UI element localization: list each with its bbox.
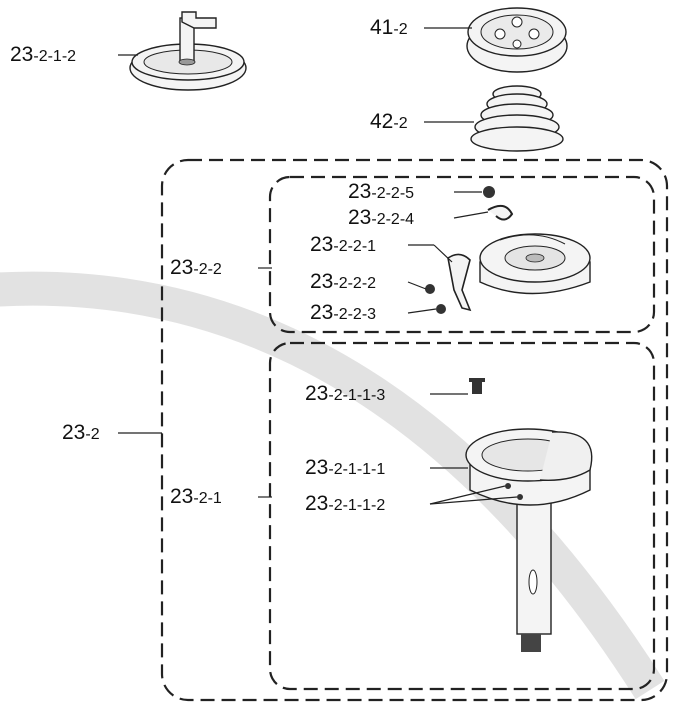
part-23-2-2-2-screw <box>425 284 435 294</box>
part-42-2-spring <box>470 85 564 152</box>
part-23-2-2-1-spring-plate <box>447 253 472 312</box>
label-23-2: 23-2 <box>62 421 100 444</box>
part-23-2-2-3-screw <box>436 304 446 314</box>
group-box-23-2-2 <box>268 175 656 334</box>
label-42-2: 42-2 <box>370 110 408 133</box>
label-23-2-2: 23-2-2 <box>170 256 222 279</box>
leader-lines <box>118 27 518 505</box>
part-23-2-2-hook <box>479 233 591 295</box>
label-41-2: 41-2 <box>370 16 408 39</box>
label-23-2-2-3: 23-2-2-3 <box>310 301 377 324</box>
label-23-2-1-2: 23-2-1-2 <box>10 43 77 66</box>
label-23-2-2-2: 23-2-2-2 <box>310 270 377 293</box>
part-23-2-2-4-clip <box>487 204 514 221</box>
label-23-2-2-1: 23-2-2-1 <box>310 233 377 256</box>
label-23-2-2-5: 23-2-2-5 <box>348 180 415 203</box>
group-box-23-2 <box>160 158 669 702</box>
group-box-23-2-1 <box>268 341 656 691</box>
label-23-2-2-4: 23-2-2-4 <box>348 206 415 229</box>
label-23-2-1-1-2: 23-2-1-1-2 <box>305 492 386 515</box>
part-41-2-retainer <box>466 7 568 73</box>
part-23-2-1-1-3-screw <box>469 378 485 394</box>
part-23-2-1-hook-body <box>465 428 593 652</box>
watermark-arc <box>0 271 665 700</box>
label-23-2-1-1-3: 23-2-1-1-3 <box>305 382 386 405</box>
part-23-2-2-5-screw <box>483 186 495 198</box>
label-23-2-1-1-1: 23-2-1-1-1 <box>305 456 386 479</box>
label-23-2-1: 23-2-1 <box>170 485 222 508</box>
part-bobbin-cap <box>129 11 247 91</box>
